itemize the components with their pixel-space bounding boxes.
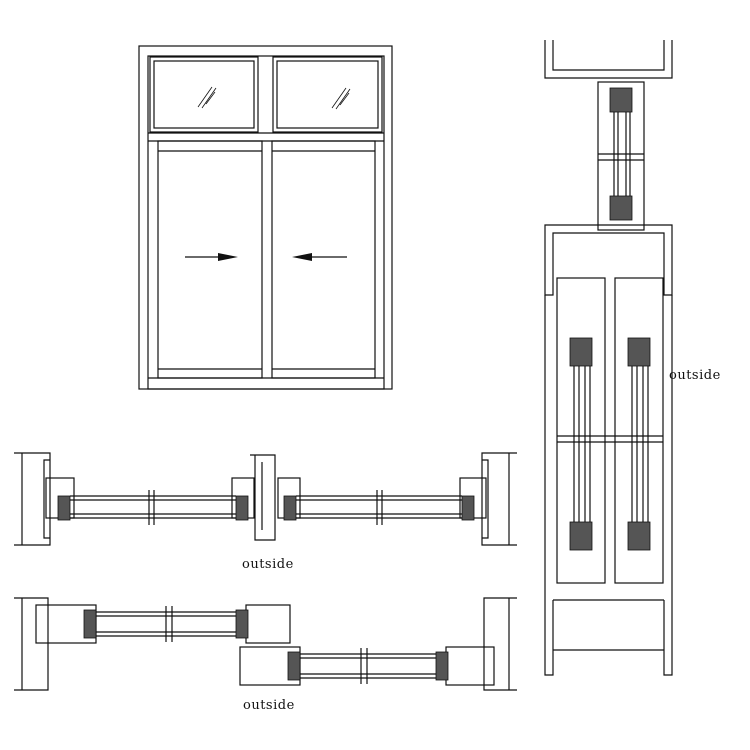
glass-mark-left [197,86,217,109]
horizontal-section-1 [14,452,517,546]
vertical-section [544,40,673,676]
window-elevation [138,45,393,390]
outside-label-vertical-section: outside [669,368,721,383]
outside-label-section-2: outside [243,698,295,713]
outside-label-section-1: outside [242,557,294,572]
horizontal-section-2 [14,597,517,691]
slide-right-arrow-icon [185,253,238,261]
glass-mark-right [331,87,351,110]
slide-left-arrow-icon [292,253,347,261]
